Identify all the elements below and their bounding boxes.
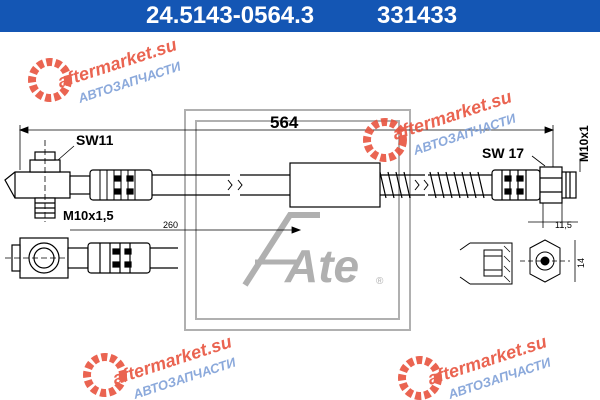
brake-hose xyxy=(4,140,577,222)
port-section-detail xyxy=(459,239,576,285)
banjo-detail-view xyxy=(5,237,178,279)
offset-label: 260 xyxy=(163,220,178,230)
article-code: 331433 xyxy=(377,2,458,29)
watermark-bottom-right: aftermarket.su АВТОЗАПЧАСТИ xyxy=(398,331,553,400)
dimensions xyxy=(18,125,581,234)
watermark-bottom-left: aftermarket.su АВТОЗАПЧАСТИ xyxy=(83,331,238,400)
wrench-left-label: SW11 xyxy=(76,132,114,148)
watermark-top-left: aftermarket.su АВТОЗАПЧАСТИ xyxy=(28,34,183,106)
height-small-label: 14 xyxy=(576,258,586,268)
title-bar: 24.5143-0564.3 331433 xyxy=(0,0,600,32)
thread-left-label: M10x1,5 xyxy=(63,208,114,223)
thread-right-label: M10x1 xyxy=(577,125,591,162)
registered-mark: ® xyxy=(376,276,384,287)
length-label: 564 xyxy=(270,113,299,132)
part-number: 24.5143-0564.3 xyxy=(146,2,315,29)
logo-text: Ate xyxy=(284,240,359,292)
wrench-right-label: SW 17 xyxy=(482,145,524,161)
width-small-label: 11,5 xyxy=(555,220,572,230)
ate-logo: Ate ® xyxy=(184,109,411,331)
